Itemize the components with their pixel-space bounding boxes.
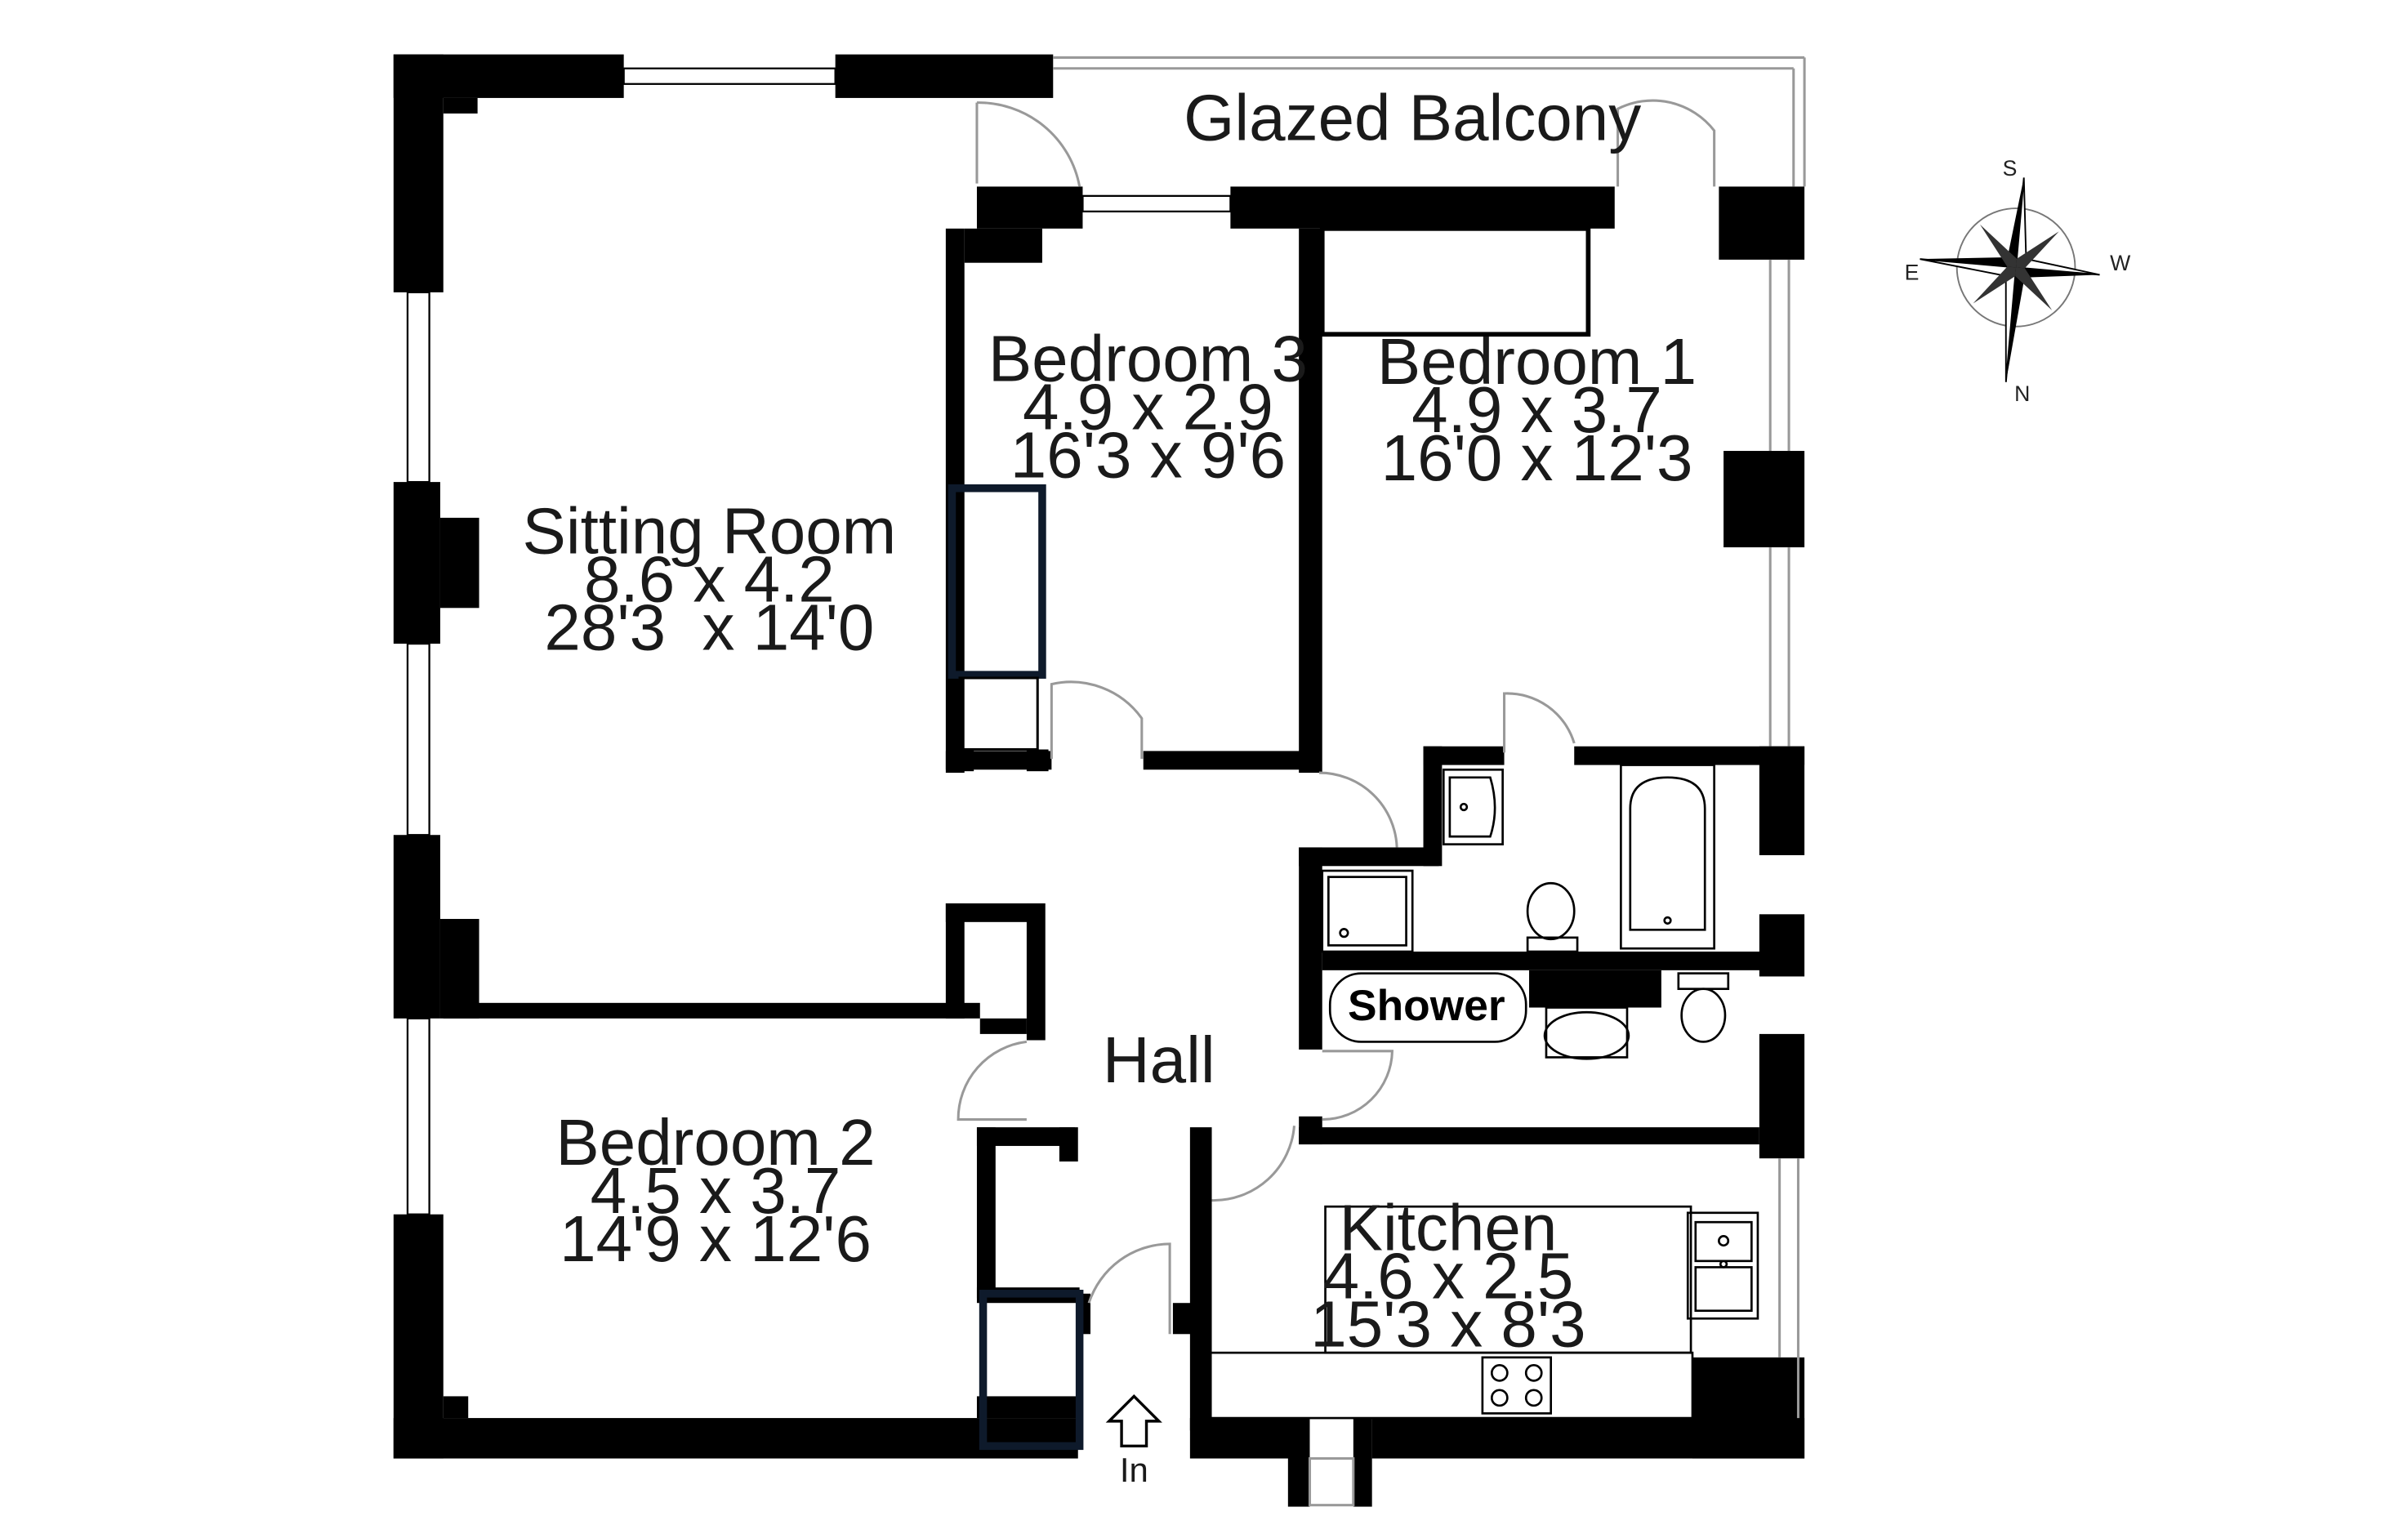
bedroom-2-name: Bedroom 2	[555, 1106, 875, 1179]
entrance-arrow-icon	[1105, 1394, 1162, 1448]
bedroom-3-metric: 4.9 x 2.9	[1023, 370, 1273, 443]
hall-label: Hall	[1103, 1023, 1215, 1096]
bedroom-1-imperial: 16'0 x 12'3	[1381, 421, 1693, 494]
sitting-room-imperial: 28'3 x 14'0	[544, 591, 874, 664]
entrance-label: In	[1120, 1451, 1148, 1489]
kitchen-name: Kitchen	[1340, 1192, 1558, 1264]
bedroom-3-name: Bedroom 3	[988, 322, 1308, 395]
shower-label: Shower	[1348, 982, 1505, 1030]
sitting-room-name: Sitting Room	[523, 495, 897, 568]
bedroom-2-metric: 4.5 x 3.7	[591, 1154, 841, 1227]
internal-walls	[443, 186, 1805, 1431]
compass-n: N	[2014, 381, 2030, 406]
bedroom-1-metric: 4.9 x 3.7	[1411, 373, 1662, 446]
bedroom-3-imperial: 16'3 x 9'6	[1010, 418, 1286, 491]
entrance-marker: In	[1105, 1394, 1162, 1489]
compass-w: W	[2110, 251, 2131, 275]
outer-walls	[393, 54, 1806, 1507]
built-in-cupboards	[948, 484, 1084, 1451]
bedroom-2-imperial: 14'9 x 12'6	[560, 1202, 872, 1275]
compass-s: S	[2003, 156, 2018, 181]
compass-e: E	[1905, 261, 1920, 285]
bedroom-1-name: Bedroom 1	[1377, 325, 1697, 398]
glazed-balcony-label: Glazed Balcony	[1184, 81, 1641, 154]
sitting-room-metric: 8.6 x 4.2	[584, 543, 835, 616]
room-labels: Glazed Balcony Bedroom 3 4.9 x 2.9 16'3 …	[523, 81, 1697, 1360]
kitchen-imperial: 15'3 x 8'3	[1310, 1288, 1585, 1361]
kitchen-metric: 4.6 x 2.5	[1323, 1240, 1574, 1313]
bathroom-fixtures	[1207, 764, 1759, 1420]
compass-rose-icon	[1920, 177, 2100, 382]
doors	[957, 99, 1716, 1507]
